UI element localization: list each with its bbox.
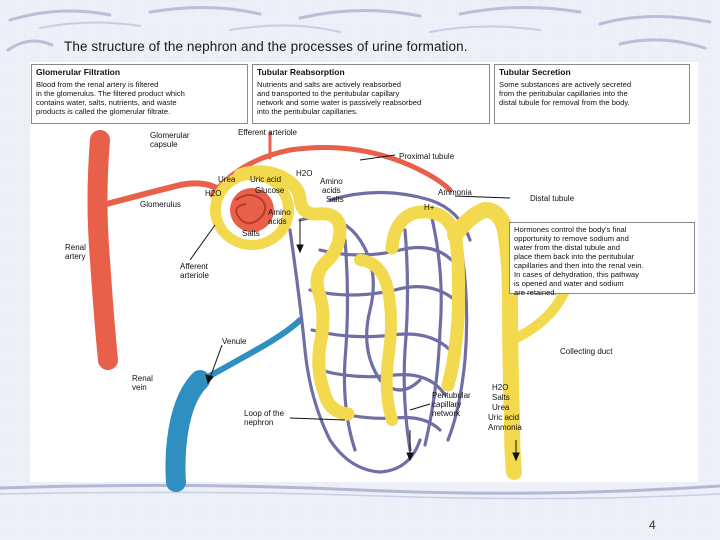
note-line: place them back into the peritubular	[514, 252, 635, 261]
substance-amino-acids-mid: acids	[268, 217, 287, 226]
venule-label: Venule	[222, 337, 247, 346]
renal-artery-label: artery	[65, 252, 85, 261]
substance-h2o: H2O	[296, 169, 312, 178]
tubular-reabsorption-box: Tubular Reabsorption Nutrients and salts…	[252, 64, 490, 124]
substance-salts-mid: Salts	[242, 229, 260, 238]
collecting-duct-label: Collecting duct	[560, 347, 613, 356]
diagram-labels: Glomerular capsule Efferent arteriole Pr…	[65, 128, 613, 427]
box-line: in the glomerulus. The filtered product …	[36, 89, 185, 98]
glomerular-capsule-label: Glomerular	[150, 131, 190, 140]
box-line: and transported to the peritubular capil…	[257, 89, 400, 98]
substance-glucose: Glucose	[255, 186, 285, 195]
page-number: 4	[649, 518, 656, 532]
renal-artery	[87, 130, 453, 370]
peritubular-network-label: capillary	[432, 400, 461, 409]
hormone-control-note: Hormones control the body's final opport…	[509, 222, 695, 297]
note-line: water from the distal tubule and	[514, 243, 620, 252]
peritubular-network-label: network	[432, 409, 461, 418]
box-line: distal tubule for removal from the body.	[499, 98, 630, 107]
box-line: Some substances are actively secreted	[499, 80, 632, 89]
efferent-arteriole-label: Efferent arteriole	[238, 128, 298, 137]
substance-salts: Salts	[326, 195, 344, 204]
substance-amino-acids: Amino	[320, 177, 343, 186]
substance-uric-acid: Uric acid	[250, 175, 281, 184]
peritubular-network-label: Peritubular	[432, 391, 471, 400]
renal-artery-label: Renal	[65, 243, 86, 252]
glomerular-filtration-box: Glomerular Filtration Blood from the ren…	[31, 64, 248, 124]
substance-h2o-left: H2O	[205, 189, 221, 198]
substance-amino-acids: acids	[322, 186, 341, 195]
urine-content: Salts	[492, 393, 510, 402]
renal-vein-label: Renal	[132, 374, 153, 383]
box-line: into the peritubular capillaries.	[257, 107, 358, 116]
tubular-secretion-box: Tubular Secretion Some substances are ac…	[494, 64, 690, 124]
note-line: are retained.	[514, 288, 557, 297]
urine-content: H2O	[492, 383, 508, 392]
box-line: Blood from the renal artery is filtered	[36, 80, 159, 89]
proximal-tubule-label: Proximal tubule	[399, 152, 455, 161]
afferent-arteriole-label: arteriole	[180, 271, 209, 280]
loop-of-nephron-label: Loop of the	[244, 409, 285, 418]
urine-content: Urea	[492, 403, 510, 412]
substance-amino-acids-mid: Amino	[268, 208, 291, 217]
process-arrows	[189, 154, 520, 462]
renal-vein-label: vein	[132, 383, 147, 392]
note-line: opportunity to remove sodium and	[514, 234, 629, 243]
box-line: products is called the glomerular filtra…	[36, 107, 171, 116]
note-line: is opened and water and sodium	[514, 279, 624, 288]
ammonia-label: Ammonia	[438, 188, 472, 197]
box-line: contains water, salts, nutrients, and wa…	[36, 98, 177, 107]
slide-title: The structure of the nephron and the pro…	[64, 39, 468, 54]
renal-vein	[165, 317, 303, 492]
glomerulus-label: Glomerulus	[140, 200, 181, 209]
box-line: from the peritubular capillaries into th…	[499, 89, 628, 98]
note-line: capillaries and then into the renal vein…	[514, 261, 644, 270]
afferent-arteriole-label: Afferent	[180, 262, 209, 271]
loop-of-nephron-label: nephron	[244, 418, 273, 427]
substance-labels: H2O Amino acids Salts Urea Uric acid Glu…	[205, 169, 522, 432]
urine-content: Ammonia	[488, 423, 522, 432]
glomerular-capsule-label: capsule	[150, 140, 178, 149]
note-line: Hormones control the body's final	[514, 225, 627, 234]
note-line: In cases of dehydration, this pathway	[514, 270, 639, 279]
urine-content: Uric acid	[488, 413, 519, 422]
box-heading: Glomerular Filtration	[36, 67, 121, 77]
box-heading: Tubular Reabsorption	[257, 67, 345, 77]
box-heading: Tubular Secretion	[499, 67, 571, 77]
box-line: Nutrients and salts are actively reabsor…	[257, 80, 401, 89]
glomerular-capsule	[210, 170, 294, 250]
distal-tubule-label: Distal tubule	[530, 194, 575, 203]
box-line: network and some water is passively reab…	[257, 98, 422, 107]
h-plus-label: H+	[424, 203, 435, 212]
substance-urea: Urea	[218, 175, 236, 184]
